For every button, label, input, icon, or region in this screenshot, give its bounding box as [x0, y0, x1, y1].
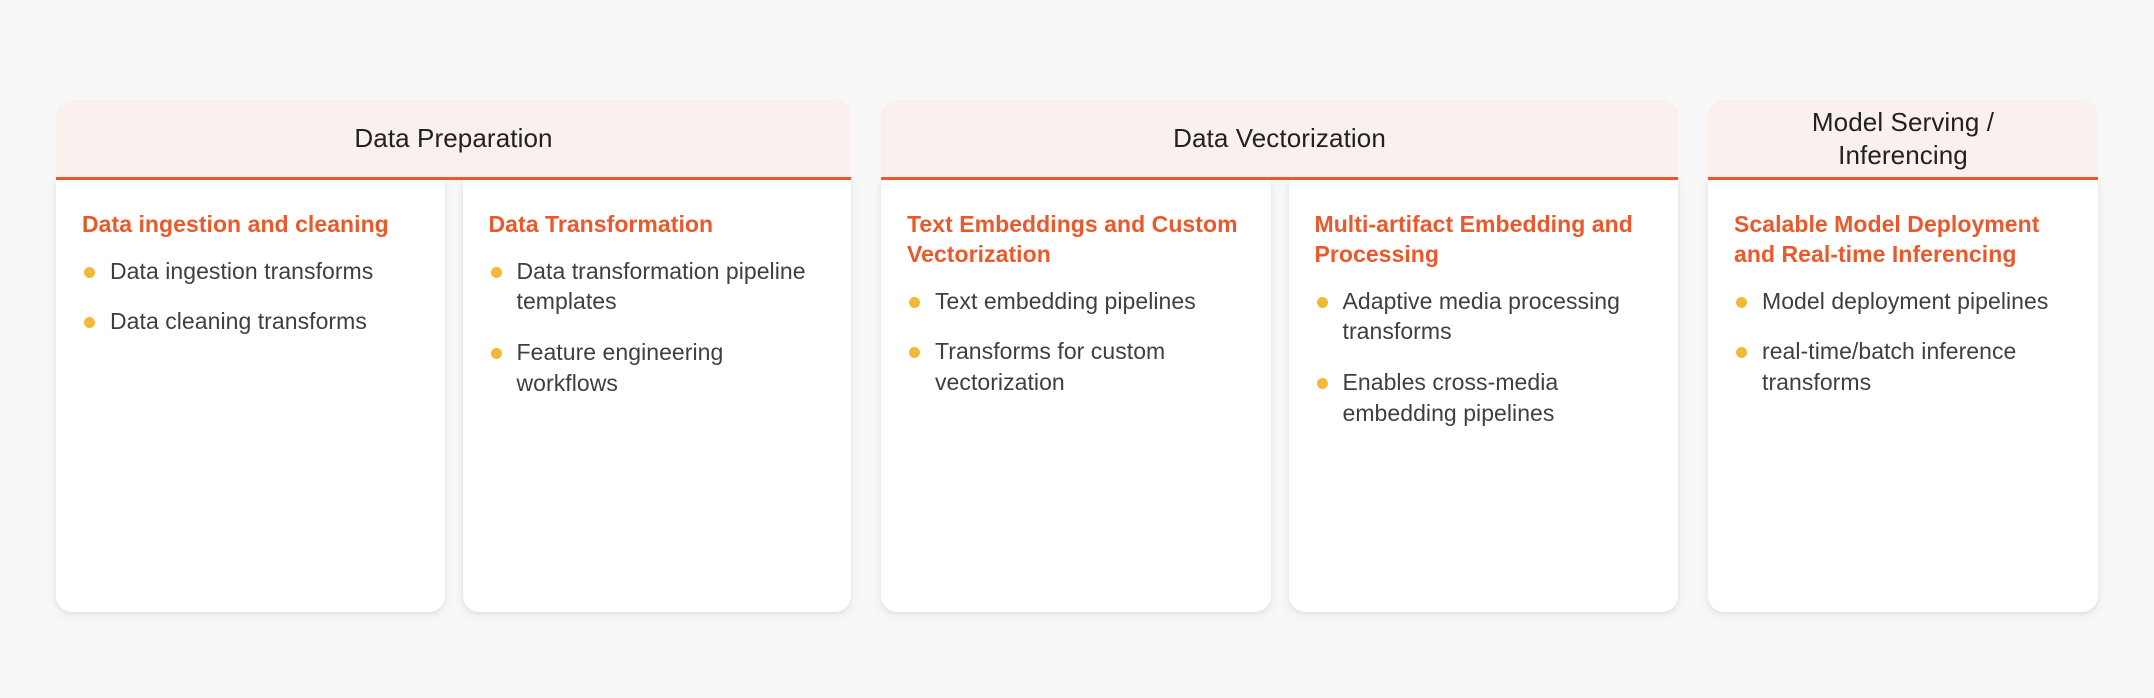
bullet-dot-icon [909, 347, 920, 359]
card-data-transformation[interactable]: Data Transformation Data transformation … [462, 180, 851, 612]
group-header-model-serving-inferencing: Model Serving / Inferencing [1708, 100, 2098, 180]
bullet-dot-icon [84, 317, 95, 329]
list-item: Model deployment pipelines [1734, 286, 2070, 317]
list-item: Data cleaning transforms [82, 306, 417, 337]
list-item-label: Data ingestion transforms [110, 257, 374, 284]
bullet-dot-icon [1736, 347, 1747, 359]
list-item: Text embedding pipelines [907, 286, 1243, 317]
list-item-label: Transforms for custom vectorization [935, 338, 1166, 395]
card-multi-artifact-embedding-and-processing[interactable]: Multi-artifact Embedding and Processing … [1288, 180, 1678, 612]
list-item: real-time/batch inference transforms [1734, 336, 2070, 397]
subcard-row: Text Embeddings and Custom Vectorization… [881, 180, 1678, 698]
list-item: Data transformation pipeline templates [489, 256, 824, 317]
group-data-preparation: Data Preparation Data ingestion and clea… [56, 100, 851, 698]
bullet-dot-icon [1316, 296, 1328, 308]
list-item-label: Model deployment pipelines [1762, 287, 2049, 314]
group-header-data-vectorization: Data Vectorization [881, 100, 1678, 180]
bullet-dot-icon [490, 266, 502, 278]
card-title: Data Transformation [488, 211, 714, 237]
list-item: Feature engineering workflows [489, 337, 824, 398]
list-item: Data ingestion transforms [82, 256, 417, 287]
group-title: Data Preparation [354, 123, 553, 154]
card-title: Scalable Model Deployment and Real-time … [1734, 211, 2040, 267]
card-bullet-list: Data transformation pipeline templates F… [489, 256, 824, 398]
card-bullet-list: Text embedding pipelines Transforms for … [907, 286, 1243, 398]
group-title: Model Serving / Inferencing [1811, 107, 1995, 170]
subcard-row: Scalable Model Deployment and Real-time … [1708, 180, 2098, 698]
bullet-dot-icon [84, 266, 95, 278]
subcard-row: Data ingestion and cleaning Data ingesti… [56, 180, 851, 698]
card-title: Multi-artifact Embedding and Processing [1314, 211, 1633, 267]
list-item-label: Text embedding pipelines [935, 287, 1196, 314]
card-bullet-list: Model deployment pipelines real-time/bat… [1734, 286, 2070, 398]
card-bullet-list: Adaptive media processing transforms Ena… [1315, 286, 1651, 428]
list-item: Transforms for custom vectorization [907, 336, 1243, 397]
group-model-serving-inferencing: Model Serving / Inferencing Scalable Mod… [1708, 100, 2098, 698]
card-title: Text Embeddings and Custom Vectorization [907, 211, 1238, 267]
bullet-dot-icon [1736, 296, 1747, 308]
list-item: Enables cross-media embedding pipelines [1315, 367, 1651, 428]
group-title: Data Vectorization [1173, 123, 1386, 154]
list-item-label: Data transformation pipeline templates [516, 257, 806, 315]
group-data-vectorization: Data Vectorization Text Embeddings and C… [881, 100, 1678, 698]
bullet-dot-icon [1316, 377, 1328, 389]
bullet-dot-icon [909, 296, 920, 308]
card-bullet-list: Data ingestion transforms Data cleaning … [82, 256, 417, 337]
list-item: Adaptive media processing transforms [1315, 286, 1651, 347]
card-data-ingestion-and-cleaning[interactable]: Data ingestion and cleaning Data ingesti… [56, 180, 445, 612]
list-item-label: Data cleaning transforms [110, 308, 367, 335]
group-header-data-preparation: Data Preparation [56, 100, 851, 180]
list-item-label: Feature engineering workflows [516, 339, 724, 396]
list-item-label: Adaptive media processing transforms [1342, 287, 1620, 345]
card-title: Data ingestion and cleaning [82, 211, 389, 237]
card-scalable-model-deployment-and-real-time-inferencing[interactable]: Scalable Model Deployment and Real-time … [1708, 180, 2098, 612]
card-text-embeddings-and-custom-vectorization[interactable]: Text Embeddings and Custom Vectorization… [881, 180, 1271, 612]
list-item-label: Enables cross-media embedding pipelines [1342, 368, 1559, 426]
bullet-dot-icon [490, 348, 502, 360]
list-item-label: real-time/batch inference transforms [1762, 338, 2017, 395]
